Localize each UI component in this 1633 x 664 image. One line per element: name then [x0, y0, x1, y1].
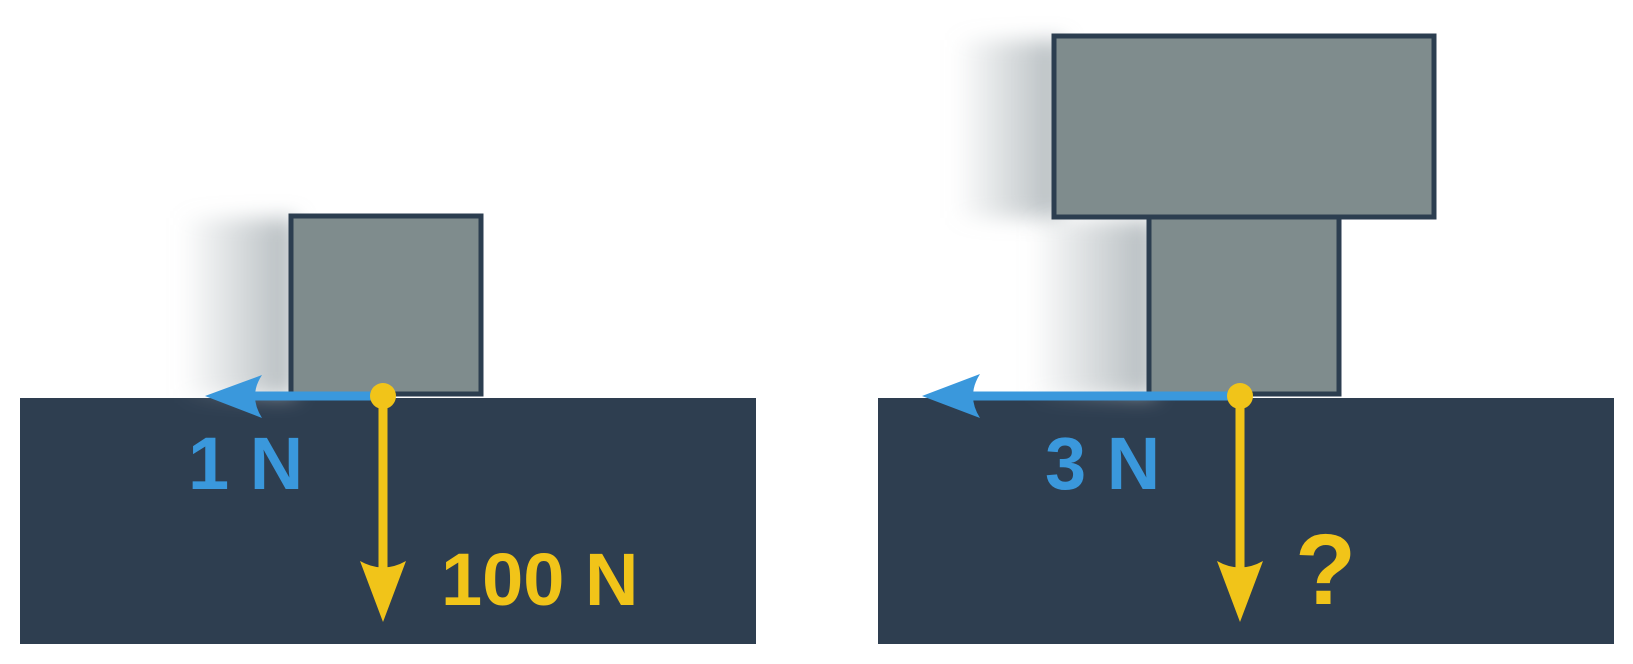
motion-shadow-right-bottom — [1030, 220, 1155, 396]
lower-block-right — [1146, 213, 1342, 397]
motion-shadow-right-top — [955, 40, 1063, 218]
contact-point-left — [370, 383, 396, 409]
weight-label-right: ? — [1295, 514, 1356, 626]
weight-arrow-right — [1217, 396, 1263, 622]
upper-block-right — [1051, 33, 1437, 220]
friction-arrow-right — [922, 374, 1240, 418]
motion-shadow-left — [180, 218, 295, 396]
friction-arrow-left — [205, 375, 383, 418]
weight-label-left: 100 N — [441, 538, 638, 621]
contact-point-right — [1227, 383, 1253, 409]
scenario-single-block: 1 N 100 N — [20, 213, 756, 644]
block-left — [288, 213, 484, 397]
ground-right — [878, 398, 1614, 644]
friction-label-right: 3 N — [1045, 422, 1160, 505]
weight-arrow-left — [360, 396, 406, 622]
friction-label-left: 1 N — [188, 422, 303, 505]
scenario-stacked-blocks: 3 N ? — [878, 33, 1614, 644]
